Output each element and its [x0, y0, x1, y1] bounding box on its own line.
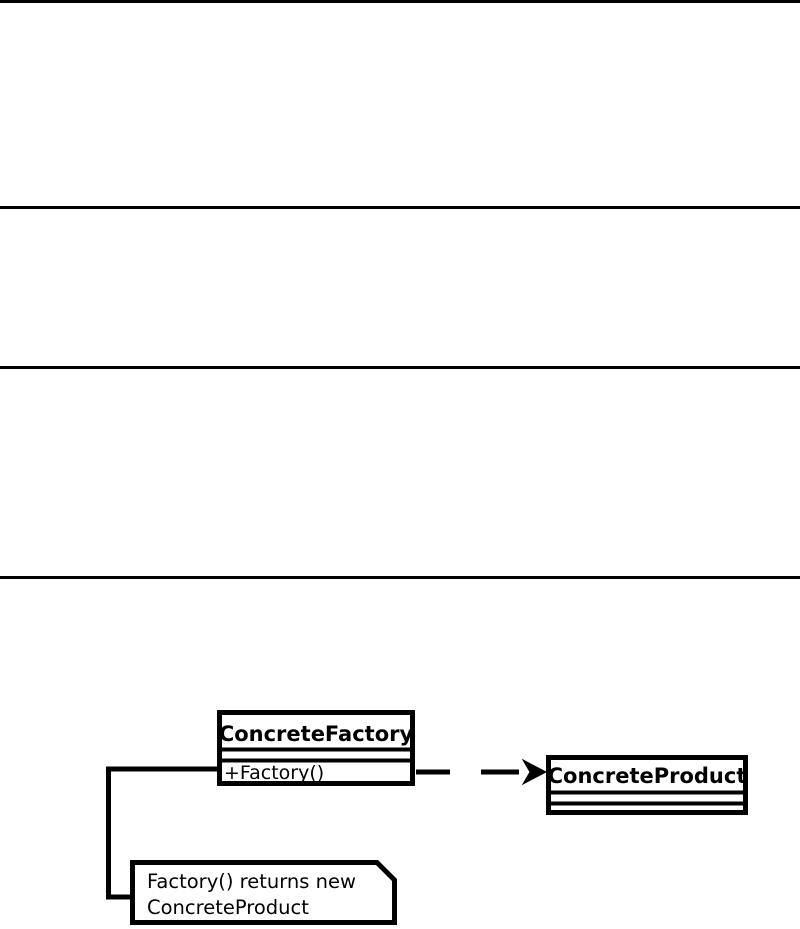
note-link-connector — [106, 766, 217, 900]
class-box-concrete-factory[interactable]: ConcreteFactory +Factory() — [217, 710, 415, 786]
dependency-arrow-instantiates — [416, 758, 548, 786]
page-rule-top — [0, 0, 800, 3]
class-box-concrete-product[interactable]: ConcreteProduct — [546, 755, 748, 815]
class-operation-factory: +Factory() — [224, 762, 324, 784]
note-line-1: Factory() returns new — [147, 870, 356, 893]
class-name-concrete-product: ConcreteProduct — [548, 764, 747, 788]
page-rule-second — [0, 206, 800, 209]
note-outline — [130, 860, 397, 925]
page-rule-third — [0, 366, 800, 369]
class-name-concrete-factory: ConcreteFactory — [219, 722, 414, 746]
note-line-2: ConcreteProduct — [147, 896, 309, 919]
page-rule-fourth — [0, 576, 800, 579]
note-factory-note[interactable]: Factory() returns new ConcreteProduct — [130, 860, 397, 925]
dependency-arrowhead-icon — [521, 758, 548, 786]
